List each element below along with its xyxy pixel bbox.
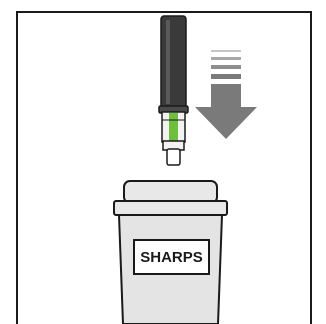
injection-pen-icon [159, 16, 188, 165]
sharps-label: SHARPS [134, 240, 209, 274]
pen-window [169, 113, 178, 141]
down-arrow-icon [195, 50, 257, 139]
sharps-container-icon: SHARPS [114, 181, 227, 324]
sharps-label-text: SHARPS [140, 249, 203, 266]
